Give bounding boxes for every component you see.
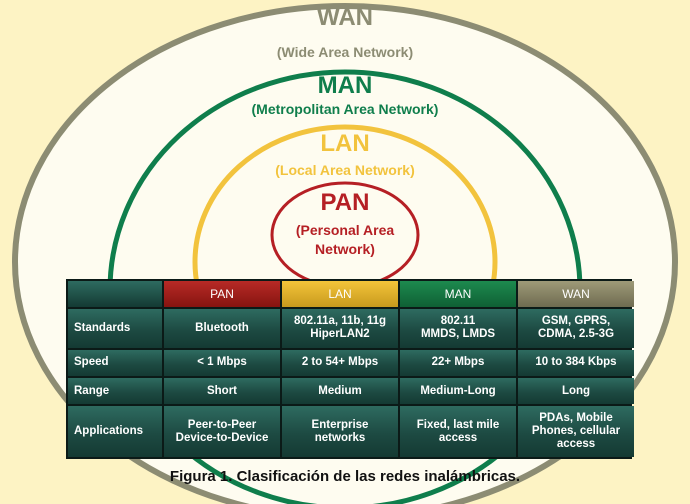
wan-title: WAN — [317, 4, 373, 31]
table-row-range: Range Short Medium Medium-Long Long — [68, 377, 634, 405]
cell-applications-man: Fixed, last mile access — [400, 406, 516, 457]
lan-subtitle: (Local Area Network) — [275, 162, 415, 178]
pan-subtitle-line1: (Personal Area — [295, 222, 395, 238]
cell-range-man: Medium-Long — [400, 377, 516, 405]
comparison-table: PAN LAN MAN WAN Standards Bluetooth 802.… — [66, 279, 636, 459]
cell-standards-pan: Bluetooth — [164, 309, 280, 348]
cell-speed-man: 22+ Mbps — [400, 349, 516, 376]
cell-range-lan: Medium — [282, 377, 398, 405]
cell-speed-pan: < 1 Mbps — [164, 349, 280, 376]
table-row-speed: Speed < 1 Mbps 2 to 54+ Mbps 22+ Mbps 10… — [68, 349, 634, 376]
header-man: MAN — [400, 281, 516, 307]
cell-applications-pan: Peer-to-Peer Device-to-Device — [164, 406, 280, 457]
man-subtitle: (Metropolitan Area Network) — [251, 101, 439, 117]
wan-subtitle: (Wide Area Network) — [276, 44, 414, 60]
lan-title: LAN — [320, 130, 370, 157]
header-wan: WAN — [518, 281, 634, 307]
cell-range-pan: Short — [164, 377, 280, 405]
row-label-range: Range — [68, 377, 162, 405]
comparison-table-container: PAN LAN MAN WAN Standards Bluetooth 802.… — [66, 279, 634, 459]
pan-title: PAN — [320, 189, 370, 216]
cell-standards-lan: 802.11a, 11b, 11g HiperLAN2 — [282, 309, 398, 348]
row-label-applications: Applications — [68, 406, 162, 457]
row-label-standards: Standards — [68, 309, 162, 348]
cell-standards-wan: GSM, GPRS, CDMA, 2.5-3G — [518, 309, 634, 348]
cell-speed-lan: 2 to 54+ Mbps — [282, 349, 398, 376]
table-header-row: PAN LAN MAN WAN — [68, 281, 634, 307]
cell-applications-lan: Enterprise networks — [282, 406, 398, 457]
figure-caption: Figura 1. Clasificación de las redes ina… — [169, 468, 521, 485]
table-row-standards: Standards Bluetooth 802.11a, 11b, 11g Hi… — [68, 309, 634, 348]
header-corner — [68, 281, 162, 307]
cell-applications-wan: PDAs, Mobile Phones, cellular access — [518, 406, 634, 457]
header-lan: LAN — [282, 281, 398, 307]
row-label-speed: Speed — [68, 349, 162, 376]
table-row-applications: Applications Peer-to-Peer Device-to-Devi… — [68, 406, 634, 457]
cell-standards-man: 802.11 MMDS, LMDS — [400, 309, 516, 348]
cell-speed-wan: 10 to 384 Kbps — [518, 349, 634, 376]
cell-range-wan: Long — [518, 377, 634, 405]
man-title: MAN — [317, 72, 373, 99]
pan-subtitle-line2: Network) — [315, 241, 375, 257]
header-pan: PAN — [164, 281, 280, 307]
